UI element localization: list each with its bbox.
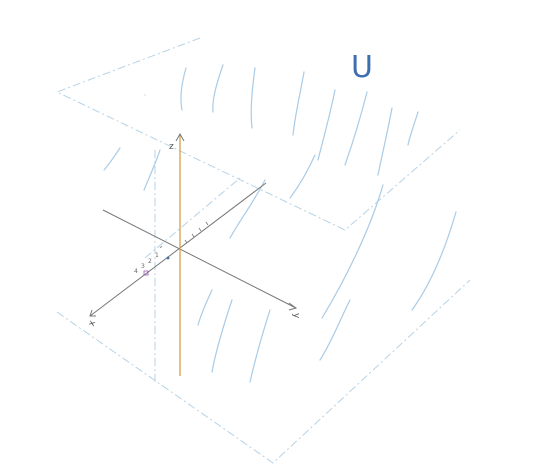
tick-label: 3	[141, 263, 145, 270]
point-marker	[166, 256, 170, 260]
z-axis-label: z	[169, 142, 174, 152]
x-axis-label: x	[87, 319, 98, 328]
axis-z	[175, 132, 185, 376]
upper-plane	[55, 37, 461, 231]
axis-ticks	[159, 221, 209, 249]
corner-mark: U	[351, 50, 373, 85]
tick-label: 2	[148, 258, 152, 265]
axis-x	[89, 182, 267, 317]
axis-y	[102, 209, 298, 311]
lower-plane	[56, 150, 471, 464]
surface-strokes	[103, 64, 457, 383]
tick-label: 1	[155, 252, 159, 259]
origin-marker	[143, 270, 149, 276]
tick-labels: 1 2 3 4	[134, 252, 159, 275]
tick-label: 4	[134, 268, 138, 275]
y-axis-label: y	[291, 313, 301, 319]
